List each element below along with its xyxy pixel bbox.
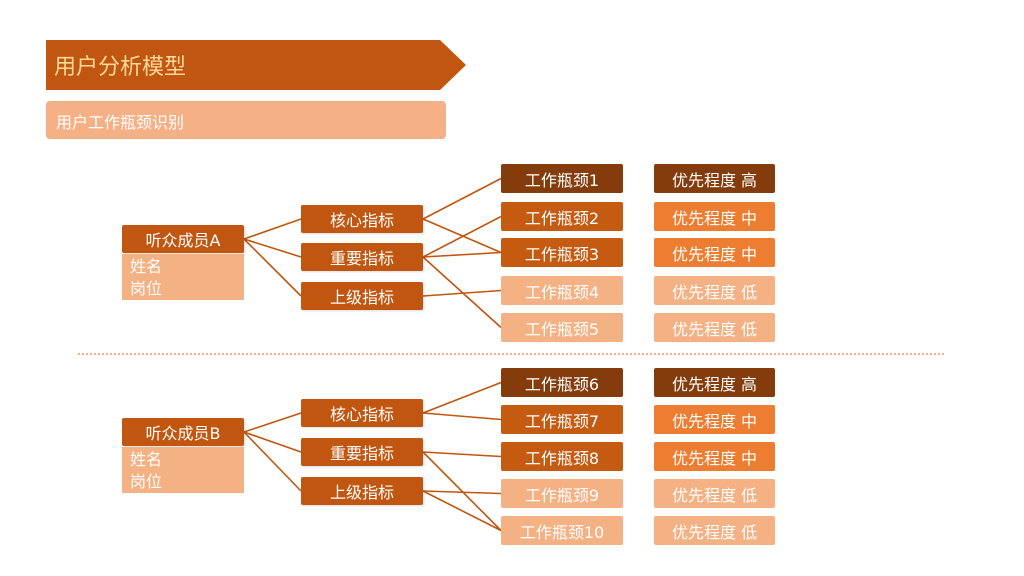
member-indicator-link — [243, 238, 302, 258]
title-banner-shape — [46, 40, 466, 90]
member-indicator-link — [243, 238, 302, 297]
bottleneck-node: 工作瓶颈2 — [501, 202, 623, 231]
priority-badge: 优先程度 低 — [654, 313, 775, 342]
member-info-box: 姓名岗位 — [122, 447, 244, 493]
member-indicator-link — [243, 431, 302, 453]
indicator-node: 重要指标 — [301, 438, 423, 466]
bottleneck-node: 工作瓶颈6 — [501, 368, 623, 397]
priority-badge: 优先程度 中 — [654, 202, 775, 231]
bottleneck-node: 工作瓶颈10 — [501, 516, 623, 545]
bottleneck-node: 工作瓶颈7 — [501, 405, 623, 434]
indicator-node: 上级指标 — [301, 477, 423, 505]
member-indicator-link — [243, 218, 302, 240]
priority-badge: 优先程度 低 — [654, 516, 775, 545]
member-info-line: 姓名 — [130, 450, 163, 469]
indicator-bottleneck-link — [422, 451, 502, 458]
indicator-bottleneck-link — [422, 289, 502, 297]
member-info-line: 岗位 — [130, 279, 163, 298]
bottleneck-node: 工作瓶颈5 — [501, 313, 623, 342]
priority-badge: 优先程度 低 — [654, 276, 775, 305]
bottleneck-node: 工作瓶颈3 — [501, 238, 623, 267]
indicator-bottleneck-link — [422, 251, 502, 258]
indicator-bottleneck-link — [422, 256, 502, 329]
member-info-line: 岗位 — [130, 472, 163, 491]
indicator-node: 上级指标 — [301, 282, 423, 310]
priority-badge: 优先程度 高 — [654, 164, 775, 193]
page-title: 用户分析模型 — [54, 55, 187, 80]
indicator-node: 核心指标 — [301, 399, 423, 427]
bottleneck-node: 工作瓶颈8 — [501, 442, 623, 471]
member-info-box: 姓名岗位 — [122, 254, 244, 300]
member-indicator-link — [243, 412, 302, 433]
bottleneck-node: 工作瓶颈1 — [501, 164, 623, 193]
bottleneck-node: 工作瓶颈4 — [501, 276, 623, 305]
member-node: 听众成员A — [122, 225, 244, 253]
priority-badge: 优先程度 中 — [654, 238, 775, 267]
priority-badge: 优先程度 中 — [654, 442, 775, 471]
priority-badge: 优先程度 中 — [654, 405, 775, 434]
indicator-bottleneck-link — [422, 215, 502, 258]
indicator-bottleneck-link — [422, 490, 502, 495]
indicator-bottleneck-link — [422, 381, 502, 414]
indicator-node: 核心指标 — [301, 205, 423, 233]
indicator-bottleneck-link — [422, 490, 502, 532]
member-indicator-link — [243, 431, 302, 492]
priority-badge: 优先程度 低 — [654, 479, 775, 508]
indicator-bottleneck-link — [422, 218, 502, 254]
priority-badge: 优先程度 高 — [654, 368, 775, 397]
member-node: 听众成员B — [122, 418, 244, 446]
indicator-node: 重要指标 — [301, 243, 423, 271]
indicator-bottleneck-link — [422, 412, 502, 421]
member-info-line: 姓名 — [130, 257, 163, 276]
section-divider — [78, 353, 944, 355]
page-subtitle: 用户工作瓶颈识别 — [56, 113, 185, 132]
indicator-bottleneck-link — [422, 451, 502, 532]
title-banner: 用户分析模型 — [46, 40, 466, 90]
subtitle-bar: 用户工作瓶颈识别 — [46, 101, 446, 139]
bottleneck-node: 工作瓶颈9 — [501, 479, 623, 508]
indicator-bottleneck-link — [422, 177, 502, 220]
